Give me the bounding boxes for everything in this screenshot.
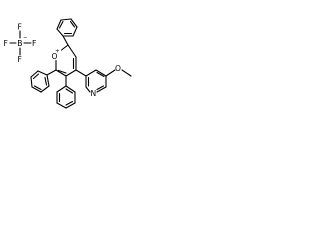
bond-bl-phenyl-double-1 (32, 73, 40, 80)
fluorine-atom-top: F (18, 23, 22, 32)
bond-b-phenyl-3 (56, 102, 67, 109)
bond-bl-phenyl-3 (30, 76, 33, 88)
bond-pyridine-double-2 (96, 85, 105, 91)
bond-pyridine-1 (85, 69, 97, 77)
bond-top-phenyl-3 (60, 18, 72, 21)
bond-c5-c4 (65, 69, 77, 77)
bond-n-c2 (85, 86, 91, 93)
pyrylium-ring: O + (52, 35, 77, 77)
bond-pyridine-to-o (105, 69, 116, 77)
bond-b-phenyl-6 (65, 85, 76, 93)
bond-bl-phenyl-1 (37, 70, 48, 76)
fluorine-atom-left: F (4, 39, 8, 48)
bond-top-phenyl-5 (72, 26, 78, 37)
bond-pyrylium-double-1 (57, 69, 67, 74)
bond-bl-phenyl-5 (40, 85, 50, 93)
bond-c6-c5 (55, 69, 67, 77)
bond-b-phenyl-4 (65, 102, 76, 109)
bond-b-phenyl-double-2 (65, 100, 74, 106)
bond-bl-phenyl-double-3 (44, 76, 48, 86)
chemical-structure-canvas: F F B − F F O + (0, 0, 152, 152)
bond-top-phenyl-2 (56, 19, 62, 30)
bond-bl-phenyl-6 (46, 74, 50, 87)
bond-pyridine-2 (95, 69, 107, 77)
bond-c6-to-phenyl (46, 69, 57, 76)
bond-b-phenyl-1 (56, 85, 67, 93)
bond-c2-o (60, 44, 69, 51)
pyridine-nitrogen-atom: N (91, 89, 97, 98)
methoxy-group: O (105, 64, 132, 77)
bottom-left-phenyl-ring (30, 69, 57, 93)
bond-bl-phenyl-double-2 (33, 85, 42, 91)
boron-negative-charge: − (23, 36, 28, 42)
bond-c4-to-pyridine (75, 69, 87, 77)
fluorine-atom-right: F (32, 39, 36, 48)
bond-bl-phenyl-4 (31, 86, 42, 93)
tetrafluoroborate-anion: F F B − F F (4, 23, 37, 65)
bond-phenyl-to-c2 (62, 35, 69, 46)
bond-top-phenyl-double-1 (58, 20, 64, 29)
pyrylium-oxygen-atom: O (52, 52, 58, 61)
bond-top-phenyl-4 (70, 18, 78, 28)
boron-atom: B (17, 39, 22, 48)
bond-b-phenyl-double-3 (65, 88, 74, 94)
bottom-phenyl-ring (56, 75, 76, 109)
bond-pyridine-4 (96, 86, 107, 93)
bond-o-methyl (121, 69, 132, 77)
bond-top-phenyl-double-2 (69, 20, 76, 28)
pyridine-ring: N (75, 69, 107, 98)
top-phenyl-ring (56, 18, 78, 37)
molecule-drawing: F F B − F F O + (4, 18, 132, 109)
pyrylium-positive-charge: + (55, 49, 60, 55)
bond-pyridine-double-1 (96, 71, 105, 78)
bond-bl-phenyl-2 (30, 70, 39, 78)
methoxy-oxygen-atom: O (115, 64, 121, 73)
fluorine-atom-bottom: F (18, 55, 22, 64)
bond-c3-c2 (67, 44, 77, 58)
bond-top-phenyl-1 (56, 28, 64, 37)
